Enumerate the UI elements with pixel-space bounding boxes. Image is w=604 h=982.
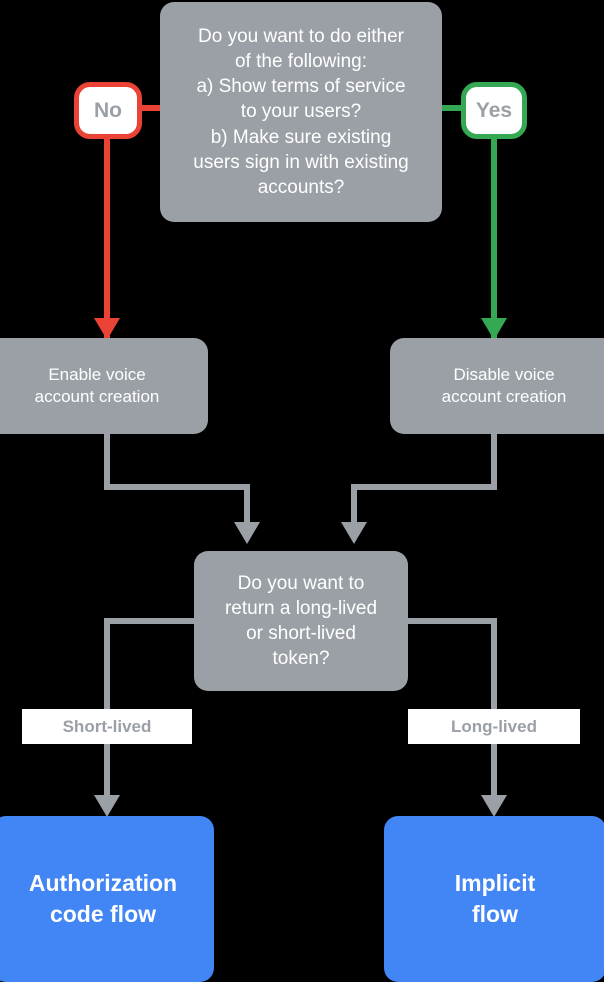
arrow-yes-to-disable <box>481 318 507 340</box>
edge-disable-left <box>351 484 497 490</box>
edge-yes-to-disable-vertical <box>491 137 497 338</box>
branch-pill-no[interactable]: No <box>74 82 142 139</box>
edge-label-short-lived-text: Short-lived <box>62 716 152 736</box>
edge-disable-to-token-down <box>351 484 357 524</box>
decision-node-terms-and-existing-users[interactable]: Do you want to do either of the followin… <box>160 2 442 222</box>
decision-node-token-text: Do you want to return a long-lived or sh… <box>224 572 378 670</box>
arrow-no-to-enable <box>94 318 120 340</box>
arrow-token-to-implicit <box>481 795 507 817</box>
branch-pill-yes[interactable]: Yes <box>461 82 527 139</box>
edge-label-long-lived: Long-lived <box>408 709 580 744</box>
decision-node-terms-text: Do you want to do either of the followin… <box>193 26 409 198</box>
edge-question-to-yes <box>441 105 463 111</box>
process-node-disable-text: Disable voice account creation <box>441 364 567 406</box>
branch-pill-yes-label: Yes <box>475 98 513 122</box>
edge-disable-down <box>491 434 497 490</box>
edge-enable-to-token-down <box>244 484 250 524</box>
terminal-node-implicit-flow[interactable]: Implicit flow <box>384 816 604 982</box>
edge-label-short-lived: Short-lived <box>22 709 192 744</box>
terminal-node-authorization-code-flow[interactable]: Authorization code flow <box>0 816 214 982</box>
edge-label-long-lived-text: Long-lived <box>451 716 537 736</box>
terminal-node-authorization-code-flow-text: Authorization code flow <box>28 869 178 927</box>
decision-node-token-lifetime[interactable]: Do you want to return a long-lived or sh… <box>194 551 408 691</box>
arrow-enable-to-token <box>234 522 260 544</box>
edge-token-left <box>104 618 196 624</box>
process-node-enable-voice-account-creation[interactable]: Enable voice account creation <box>0 338 208 434</box>
edge-no-to-enable-vertical <box>104 137 110 338</box>
process-node-enable-text: Enable voice account creation <box>34 364 160 406</box>
edge-question-to-no <box>142 105 162 111</box>
branch-pill-no-label: No <box>94 98 122 122</box>
edge-token-right <box>406 618 497 624</box>
edge-enable-right <box>104 484 250 490</box>
process-node-disable-voice-account-creation[interactable]: Disable voice account creation <box>390 338 604 434</box>
arrow-token-to-auth <box>94 795 120 817</box>
arrow-disable-to-token <box>341 522 367 544</box>
terminal-node-implicit-flow-text: Implicit flow <box>454 869 536 927</box>
edge-enable-down <box>104 434 110 490</box>
